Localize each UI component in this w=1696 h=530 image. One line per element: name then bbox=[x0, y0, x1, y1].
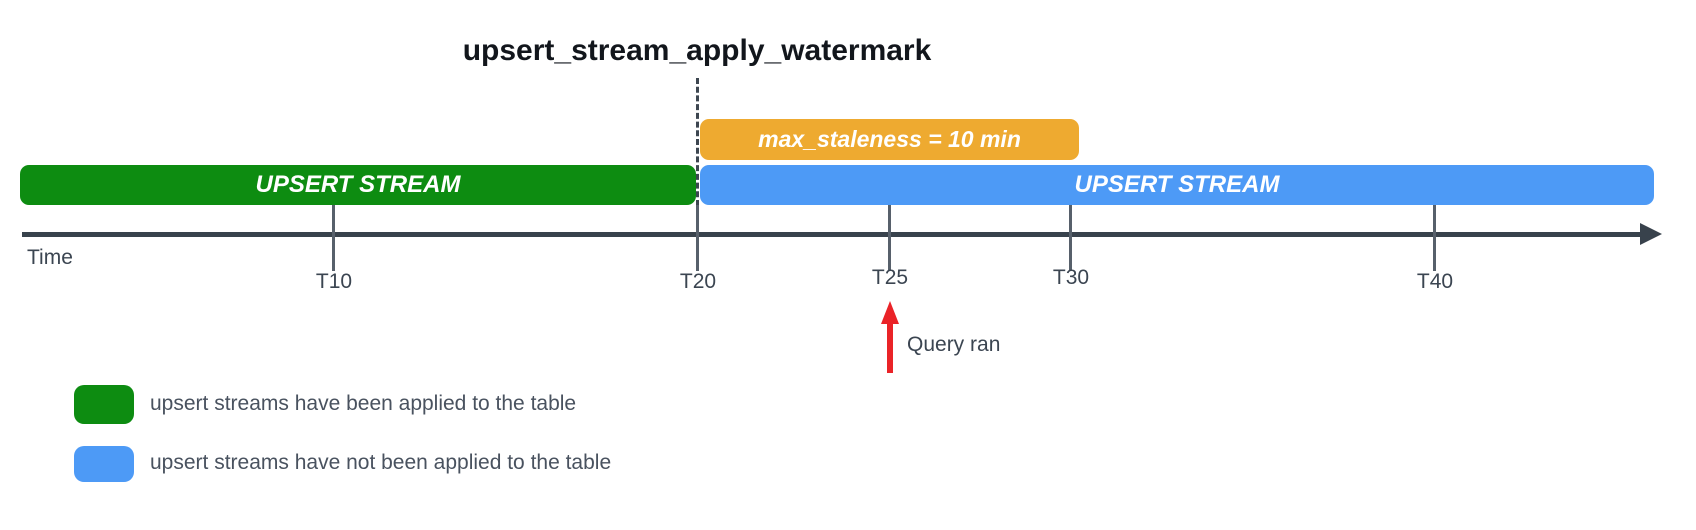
tick-label-t25: T25 bbox=[871, 266, 909, 289]
query-ran-label: Query ran bbox=[907, 333, 1001, 356]
tick-t10 bbox=[332, 205, 335, 271]
tick-label-t30: T30 bbox=[1052, 266, 1090, 289]
tick-t20 bbox=[696, 205, 699, 271]
legend-swatch-applied bbox=[74, 385, 134, 424]
diagram-title: upsert_stream_apply_watermark bbox=[462, 34, 932, 67]
legend-label-applied: upsert streams have been applied to the … bbox=[150, 392, 577, 415]
upsert-stream-not-applied-label: UPSERT STREAM bbox=[1074, 171, 1280, 198]
tick-t25 bbox=[888, 205, 891, 271]
upsert-stream-applied-label: UPSERT STREAM bbox=[255, 171, 461, 198]
legend-swatch-not-applied bbox=[74, 446, 134, 482]
upsert-stream-applied-bar: UPSERT STREAM bbox=[20, 165, 696, 205]
query-ran-arrow-icon bbox=[881, 301, 899, 324]
time-axis-arrowhead-icon bbox=[1640, 223, 1662, 245]
tick-t40 bbox=[1433, 205, 1436, 271]
max-staleness-label: max_staleness = 10 min bbox=[758, 126, 1021, 152]
watermark-dashed-line bbox=[696, 78, 699, 206]
query-ran-arrow-shaft bbox=[887, 320, 893, 373]
max-staleness-bar: max_staleness = 10 min bbox=[700, 119, 1079, 160]
time-axis-line bbox=[22, 232, 1644, 237]
time-axis-label: Time bbox=[27, 246, 73, 269]
tick-label-t10: T10 bbox=[315, 270, 353, 293]
legend-label-not-applied: upsert streams have not been applied to … bbox=[150, 451, 612, 474]
tick-t30 bbox=[1069, 205, 1072, 271]
tick-label-t40: T40 bbox=[1416, 270, 1454, 293]
upsert-stream-not-applied-bar: UPSERT STREAM bbox=[700, 165, 1654, 205]
tick-label-t20: T20 bbox=[679, 270, 717, 293]
